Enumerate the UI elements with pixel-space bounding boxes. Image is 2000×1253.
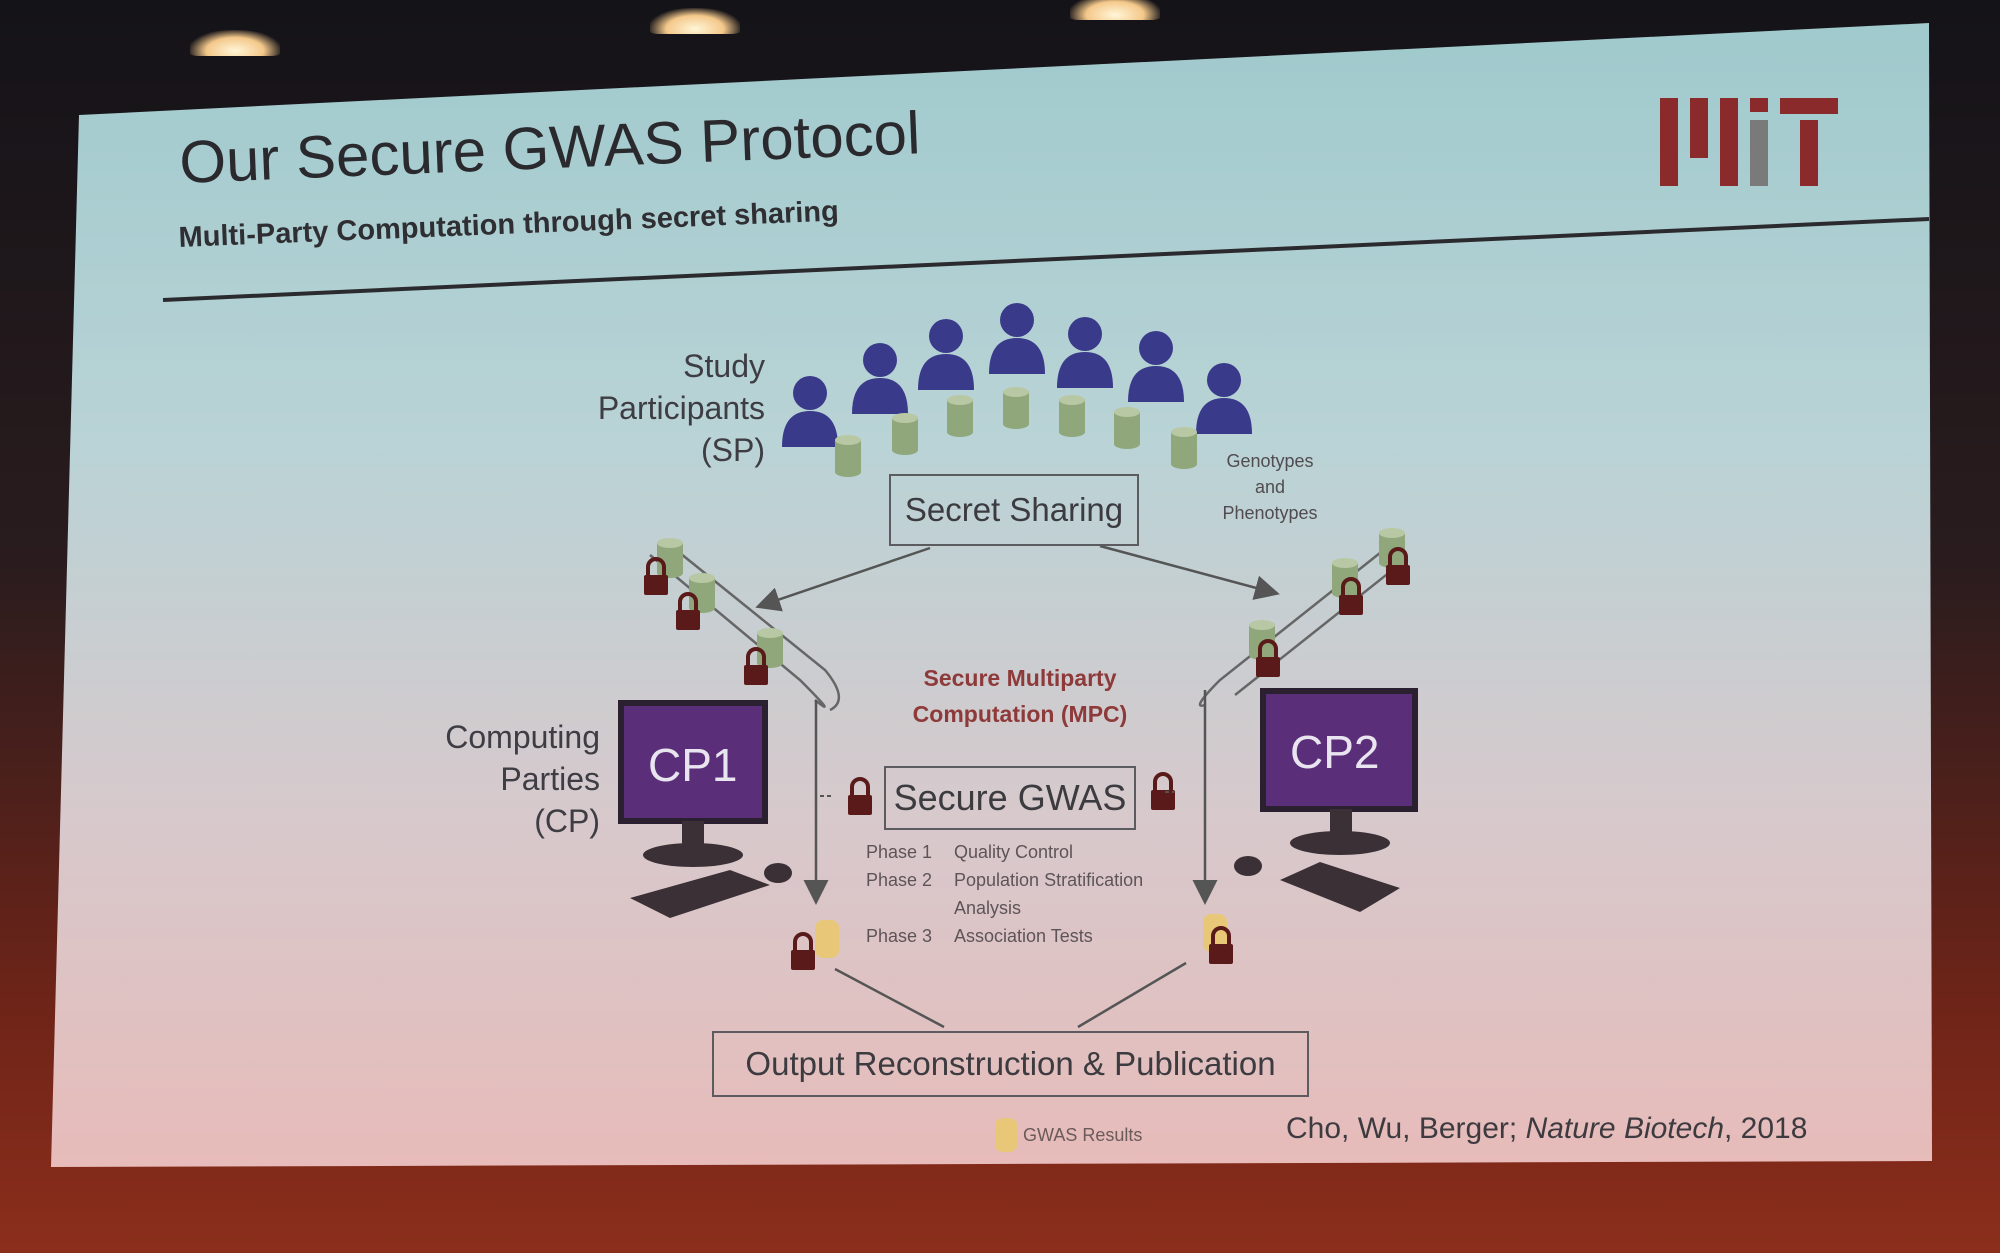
- label-line: Computation (MPC): [912, 701, 1128, 727]
- label-line: Secure Multiparty: [923, 665, 1117, 691]
- computing-parties-label: Computing Parties (CP): [400, 716, 600, 842]
- cp2-to-output-line: [1077, 961, 1187, 1029]
- share-tube-right: [1198, 544, 1406, 707]
- person-icon: [989, 303, 1045, 374]
- citation: Cho, Wu, Berger; Nature Biotech, 2018: [1286, 1112, 1807, 1146]
- cp1-computer-icon: [618, 700, 792, 918]
- lock-icon: [1339, 577, 1363, 615]
- results-cylinder-icon: [995, 1118, 1017, 1152]
- person-icon: [1057, 317, 1113, 388]
- label-line: Genotypes: [1226, 451, 1314, 471]
- share-cylinder-icon: [689, 573, 715, 613]
- gwas-result-cylinder-icon: [815, 920, 839, 958]
- stage-light: [650, 8, 740, 34]
- output-reconstruction-box: Output Reconstruction & Publication: [712, 1031, 1309, 1097]
- secret-sharing-box: Secret Sharing: [889, 474, 1139, 546]
- study-participants-group: [782, 303, 1252, 477]
- label-line: (CP): [534, 803, 600, 839]
- data-cylinder-icon: [835, 435, 861, 477]
- share-cylinder-icon: [657, 538, 683, 578]
- lock-icon: [848, 777, 872, 815]
- mit-logo: [1660, 98, 1838, 186]
- secure-gwas-box: Secure GWAS: [884, 766, 1136, 830]
- lock-icon: [1256, 639, 1280, 677]
- label-line: Phenotypes: [1222, 503, 1318, 523]
- gwas-results-legend: GWAS Results: [995, 1118, 1142, 1152]
- data-cylinder-icon: [947, 395, 973, 437]
- cp1-to-output-line: [834, 967, 945, 1029]
- phase-item: Analysis: [954, 898, 1022, 918]
- lock-icon: [744, 647, 768, 685]
- lock-icon: [644, 557, 668, 595]
- stage-light: [1070, 0, 1160, 20]
- mpc-label: Secure Multiparty Computation (MPC): [880, 660, 1160, 732]
- title-divider: [162, 217, 1930, 302]
- person-icon: [1128, 331, 1184, 402]
- label-line: and: [1254, 477, 1286, 497]
- person-icon: [1196, 363, 1252, 434]
- lock-icon: [1209, 926, 1233, 964]
- lock-icon: [1386, 547, 1410, 585]
- person-icon: [852, 343, 908, 414]
- participants-label: Study Participants (SP): [565, 345, 765, 471]
- share-cylinder-icon: [757, 628, 783, 668]
- citation-authors: Cho, Wu, Berger;: [1286, 1112, 1518, 1145]
- label-line: Study: [683, 348, 765, 384]
- cp1-label: CP1: [648, 739, 738, 791]
- label-line: Computing: [445, 719, 600, 755]
- data-cylinder-icon: [1171, 427, 1197, 469]
- share-tube-left: [649, 544, 840, 712]
- data-cylinder-icon: [1114, 407, 1140, 449]
- data-cylinder-icon: [892, 413, 918, 455]
- secret-shares: [644, 528, 1410, 685]
- cp2-label: CP2: [1290, 726, 1380, 778]
- lock-icon: [1151, 772, 1175, 810]
- arrow-to-cp2: [1099, 544, 1280, 600]
- stage-light: [190, 30, 280, 56]
- data-cylinder-icon: [1059, 395, 1085, 437]
- lock-icon: [676, 592, 700, 630]
- label-line: Participants: [597, 390, 765, 426]
- cp2-computer-icon: [1234, 688, 1418, 912]
- legend-label: GWAS Results: [1023, 1124, 1143, 1145]
- person-icon: [918, 319, 974, 390]
- person-icon: [782, 376, 838, 447]
- arrow-to-cp1: [755, 546, 931, 612]
- label-line: (SP): [701, 432, 765, 468]
- lock-icon: [791, 932, 815, 970]
- genotypes-label: Genotypes and Phenotypes: [1210, 448, 1330, 526]
- data-cylinder-icon: [1003, 387, 1029, 429]
- label-line: Parties: [500, 761, 600, 797]
- citation-year: , 2018: [1724, 1112, 1808, 1145]
- citation-journal: Nature Biotech: [1525, 1112, 1725, 1145]
